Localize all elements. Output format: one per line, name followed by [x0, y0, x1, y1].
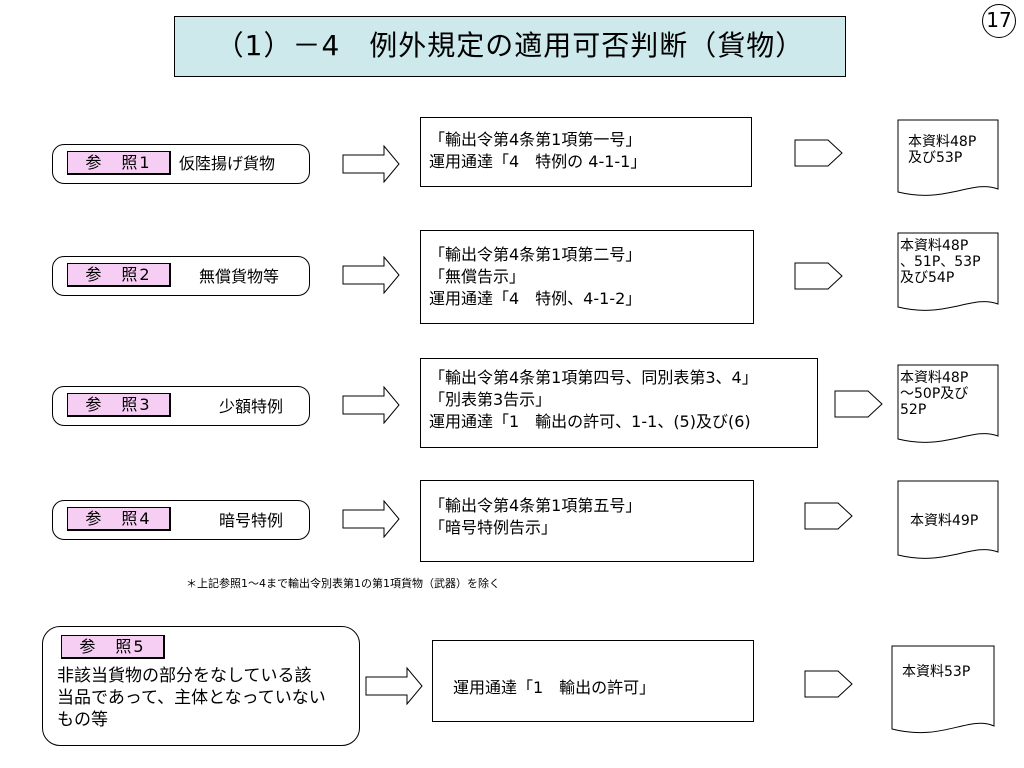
footnote: ＊上記参照1～4まで輸出令別表第1の第1項貨物（武器）を除く — [186, 577, 500, 590]
right-arrow-icon — [342, 386, 400, 424]
document-line: 及び54P — [900, 270, 955, 286]
document-line: 、51P、53P — [900, 254, 981, 270]
reference-box-1: 参 照1 仮陸揚げ貨物 — [52, 144, 310, 184]
document-icon — [897, 364, 999, 443]
pentagon-arrow-icon — [794, 139, 843, 167]
reference-label-3: 少額特例 — [219, 397, 284, 416]
reference-label-4: 暗号特例 — [219, 511, 284, 530]
document-line: 本資料48P — [900, 370, 969, 386]
label-line: もの等 — [57, 710, 108, 730]
label-line: 当品であって、主体となっていない — [57, 688, 326, 708]
slide-title: （1）－4 例外規定の適用可否判断（貨物） — [174, 16, 846, 77]
reference-tag-3: 参 照3 — [67, 393, 171, 417]
document-icon — [897, 119, 999, 196]
pentagon-arrow-icon — [804, 670, 853, 698]
description-line: 「輸出令第4条第1項第五号」 — [429, 496, 642, 515]
right-arrow-icon — [342, 500, 400, 538]
document-reference-1: 本資料48P 及び53P — [908, 134, 976, 166]
document-line: ～50P及び — [900, 386, 969, 402]
document-line: 本資料48P — [908, 134, 977, 150]
document-reference-3: 本資料48P ～50P及び 52P — [900, 370, 968, 418]
description-line: 「輸出令第4条第1項第二号」 — [429, 245, 642, 264]
description-line: 運用通達「4 特例の 4-1-1」 — [429, 152, 647, 171]
description-line: 「無償告示」 — [429, 267, 526, 286]
document-reference-5: 本資料53P — [902, 664, 970, 680]
document-reference-2: 本資料48P 、51P、53P 及び54P — [900, 238, 981, 286]
document-line: 52P — [900, 402, 927, 418]
description-line: 「輸出令第4条第1項第一号」 — [429, 130, 642, 149]
description-line: 「別表第3告示」 — [429, 390, 552, 409]
pentagon-arrow-icon — [794, 262, 843, 290]
document-line: 本資料48P — [900, 238, 969, 254]
reference-label-5: 非該当貨物の部分をなしている該 当品であって、主体となっていない もの等 — [57, 665, 326, 731]
document-icon — [891, 645, 995, 734]
reference-tag-4: 参 照4 — [67, 507, 171, 531]
document-line: 本資料53P — [902, 664, 971, 680]
page-number: 17 — [982, 4, 1016, 38]
reference-box-3: 参 照3 少額特例 — [52, 386, 310, 426]
description-box-3: 「輸出令第4条第1項第四号、同別表第3、4」 「別表第3告示」 運用通達「1 輸… — [420, 358, 818, 448]
reference-box-2: 参 照2 無償貨物等 — [52, 256, 310, 296]
reference-label-2: 無償貨物等 — [199, 267, 280, 286]
description-box-2: 「輸出令第4条第1項第二号」 「無償告示」 運用通達「4 特例、4-1-2」 — [420, 230, 754, 324]
reference-label-1: 仮陸揚げ貨物 — [179, 154, 276, 173]
reference-tag-1: 参 照1 — [67, 151, 171, 175]
pentagon-arrow-icon — [804, 502, 853, 530]
right-arrow-icon — [342, 145, 400, 183]
document-icon — [897, 232, 999, 311]
description-box-1: 「輸出令第4条第1項第一号」 運用通達「4 特例の 4-1-1」 — [420, 117, 752, 187]
reference-box-5: 参 照5 非該当貨物の部分をなしている該 当品であって、主体となっていない もの… — [42, 626, 360, 746]
right-arrow-icon — [342, 256, 400, 294]
label-line: 非該当貨物の部分をなしている該 — [57, 666, 312, 686]
document-icon — [897, 480, 999, 559]
reference-tag-5: 参 照5 — [61, 635, 165, 659]
document-reference-4: 本資料49P — [910, 513, 978, 529]
description-box-4: 「輸出令第4条第1項第五号」 「暗号特例告示」 — [420, 480, 754, 562]
pentagon-arrow-icon — [834, 390, 883, 418]
document-line: 及び53P — [908, 150, 963, 166]
reference-tag-2: 参 照2 — [67, 263, 171, 287]
description-line: 運用通達「1 輸出の許可、1-1、(5)及び(6) — [429, 412, 751, 431]
reference-box-4: 参 照4 暗号特例 — [52, 500, 310, 540]
description-line: 運用通達「4 特例、4-1-2」 — [429, 289, 642, 308]
description-line: 「暗号特例告示」 — [429, 518, 558, 537]
description-box-5: 運用通達「1 輸出の許可」 — [432, 640, 754, 722]
right-arrow-icon — [365, 667, 423, 705]
description-line: 「輸出令第4条第1項第四号、同別表第3、4」 — [429, 368, 758, 387]
document-line: 本資料49P — [910, 513, 979, 529]
description-line: 運用通達「1 輸出の許可」 — [453, 678, 656, 697]
